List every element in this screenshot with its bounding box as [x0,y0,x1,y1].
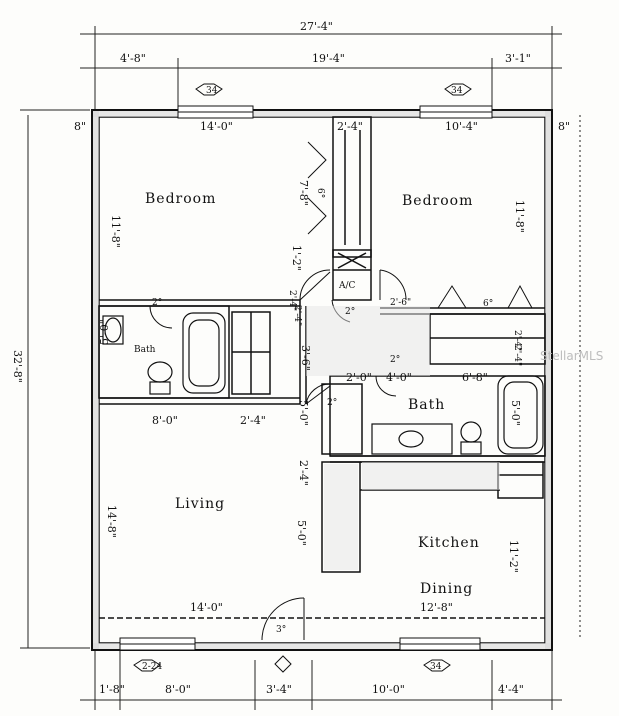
dim-hall-depth: 3'-6" [299,345,312,371]
dim-hall-closet: 5'-0" [297,400,310,426]
dim-bath2-depth: 5'-0" [509,400,522,426]
dim-bedroom2-width: 10'-4" [445,120,478,133]
window-tag-1: 34 [206,86,218,96]
dim-pantry-depth: 2'-4" [297,460,310,486]
dim-top-left: 4'-8" [120,52,146,65]
hall-floor [306,306,500,570]
closet-swing-label-2: 6° [483,299,493,309]
dim-living-depth: 14'-8" [105,505,118,538]
door-label-5: 2'-6" [390,298,411,308]
dim-closet-depth: 7'-8" [297,180,310,206]
dim-bedroom1-depth: 11'-8" [109,215,122,248]
dim-bath2-mid: 4'-0" [386,371,412,384]
dim-bottom-4: 10'-0" [372,683,405,696]
closet-swing-label: 6° [315,188,325,198]
dim-kitchen-depth: 11'-2" [507,540,520,573]
door-label-2: 2° [152,298,162,308]
dim-bedroom2-depth: 11'-8" [513,200,526,233]
dim-bottom-3: 3'-4" [266,683,292,696]
dim-linen-width: 2'-4" [240,414,266,427]
dim-top-right: 3'-1" [505,52,531,65]
dim-overall-depth: 32'-8" [11,350,24,383]
door-label-3: 2° [345,307,355,317]
watermark: StellarMLS [540,349,603,363]
room-label-bath-1: Bath [134,345,156,355]
dim-overall-width: 27'-4" [300,20,333,33]
room-label-bedroom-1: Bedroom [145,191,216,207]
dim-right-wall: 8" [558,120,570,133]
room-label-ac: A/C [338,281,356,291]
door-label-6: 2° [327,398,337,408]
window-tag-3: 2-24 [142,662,162,672]
window-tags [133,83,472,672]
entry-marker [274,655,292,673]
door-label-8: 3° [276,625,286,635]
dim-ac-depth: 1'-2" [290,245,303,271]
door-label-7: 2'-4" [292,305,302,326]
door-label-1: 2'-4" [287,290,297,311]
dim-closet2-small: 2'-4" [512,345,522,366]
windows [119,105,493,651]
window-tag-4: 34 [430,662,442,672]
room-label-bath-2: Bath [408,397,445,413]
dim-left-wall: 8" [74,120,86,133]
dim-bath2-left: 2'-0" [346,371,372,384]
dim-bath1-width: 8'-0" [152,414,178,427]
dim-top-middle: 19'-4" [312,52,345,65]
dim-closet-width: 2'-4" [337,120,363,133]
dim-bath2-right: 6'-8" [462,371,488,384]
dim-bottom-5: 4'-4" [498,683,524,696]
dim-bath1-depth: 5'-0" [98,319,111,345]
plumbing-fixtures [102,312,544,455]
room-label-kitchen: Kitchen [418,535,480,551]
dim-living-width: 14'-0" [190,601,223,614]
dim-closet2-depth: 2'-4" [512,330,522,351]
dim-dining-width: 12'-8" [420,601,453,614]
dim-kitchen-counter: 5'-0" [295,520,308,546]
room-label-bedroom-2: Bedroom [402,193,473,209]
door-label-4: 2° [390,355,400,365]
dimension-lines [20,26,581,710]
room-label-living: Living [175,496,225,512]
dim-bedroom1-width: 14'-0" [200,120,233,133]
dim-bottom-2: 8'-0" [165,683,191,696]
room-label-dining: Dining [420,581,473,597]
door-swings [149,141,533,641]
dim-bottom-1: 1'-8" [99,683,125,696]
window-tag-2: 34 [451,86,463,96]
